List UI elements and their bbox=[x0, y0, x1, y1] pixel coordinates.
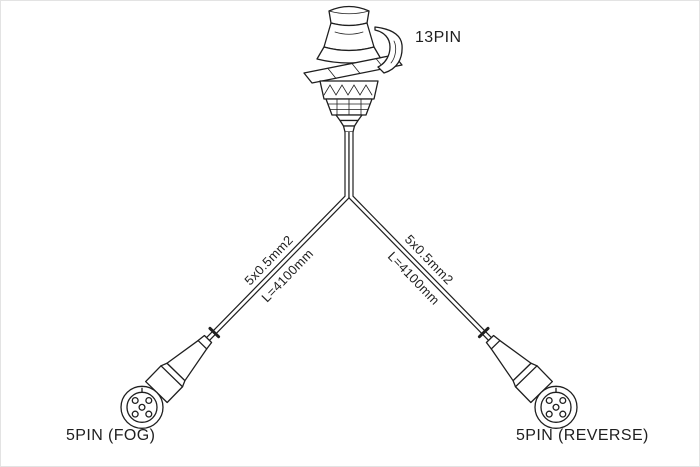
connector-body bbox=[316, 22, 382, 64]
label-5pin-fog: 5PIN (FOG) bbox=[66, 427, 155, 444]
reverse-plug-face bbox=[534, 385, 578, 429]
label-13pin: 13PIN bbox=[415, 29, 461, 46]
strain-ridges bbox=[335, 114, 363, 133]
connector-13pin-drawing bbox=[303, 5, 403, 133]
locking-lever bbox=[374, 26, 403, 74]
knurled-ring bbox=[319, 80, 379, 100]
cable-right bbox=[348, 132, 492, 341]
cable-left bbox=[206, 132, 350, 341]
mounting-flange bbox=[303, 54, 403, 84]
label-5pin-reverse: 5PIN (REVERSE) bbox=[516, 427, 649, 444]
cable-gland bbox=[325, 98, 373, 116]
fog-plug-face bbox=[120, 385, 164, 429]
connector-cap bbox=[328, 5, 370, 27]
